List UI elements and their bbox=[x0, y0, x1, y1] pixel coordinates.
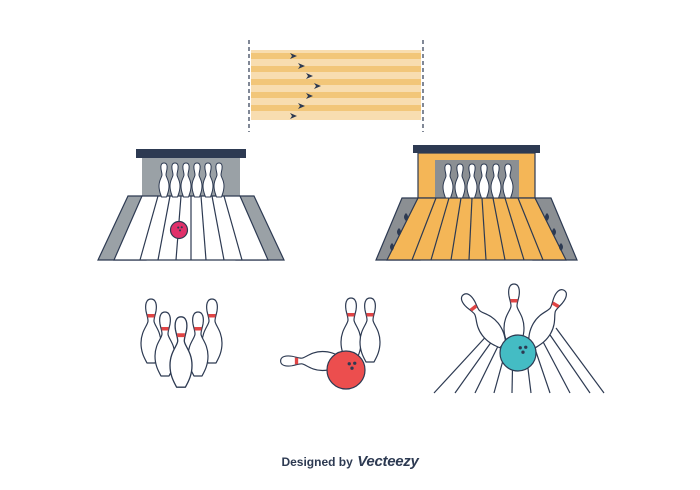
orange-lane-boards bbox=[411, 197, 544, 261]
orange-gutter-details bbox=[390, 213, 563, 251]
lane-top-view-icon bbox=[248, 40, 424, 132]
designer-credit: Designed by Vecteezy bbox=[0, 453, 700, 471]
brand-logo: Vecteezy bbox=[357, 453, 419, 470]
teal-ball bbox=[499, 334, 537, 372]
gray-lane-boards bbox=[139, 195, 243, 261]
orange-alley-icon bbox=[375, 145, 578, 261]
ball-hitting-pins-icon bbox=[280, 297, 381, 390]
credit-prefix: Designed by bbox=[281, 455, 353, 469]
lane-arrows bbox=[290, 53, 321, 119]
pin-cluster-icon bbox=[140, 298, 223, 388]
gray-alley-icon bbox=[97, 149, 285, 261]
strike-icon bbox=[433, 283, 605, 394]
pink-ball bbox=[169, 220, 189, 240]
strike-lane-lines bbox=[433, 327, 605, 394]
red-ball bbox=[326, 350, 366, 390]
